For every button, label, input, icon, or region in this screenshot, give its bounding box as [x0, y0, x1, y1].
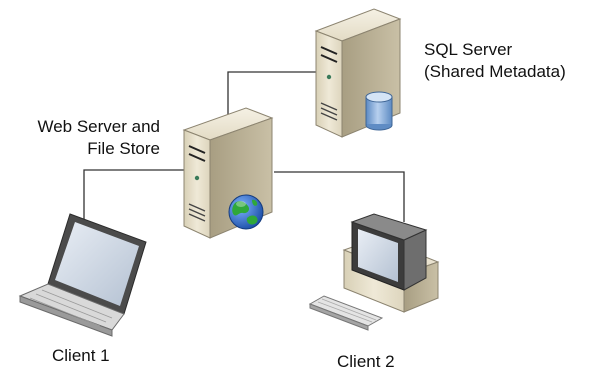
sql-server-label-line2: (Shared Metadata) — [424, 62, 566, 81]
web-server-icon — [182, 107, 274, 239]
connector-web-to-client2 — [274, 171, 405, 222]
laptop-icon — [18, 213, 147, 337]
client2-label: Client 2 — [337, 352, 395, 371]
desktop-computer-icon — [308, 213, 440, 331]
connector-web-to-client1 — [83, 169, 186, 222]
web-server-label-line1: Web Server and — [37, 117, 160, 136]
web-server-label-line2: File Store — [87, 139, 160, 158]
database-server-icon — [314, 8, 402, 138]
sql-server-label-line1: SQL Server — [424, 40, 513, 59]
sql-server-label: SQL Server (Shared Metadata) — [424, 39, 566, 83]
database-cylinder-icon — [365, 91, 393, 131]
web-server-label: Web Server and File Store — [8, 116, 160, 160]
connector-web-to-sql — [227, 71, 316, 118]
globe-icon — [228, 194, 264, 230]
client1-label: Client 1 — [52, 346, 110, 365]
connector-lines — [83, 71, 405, 222]
